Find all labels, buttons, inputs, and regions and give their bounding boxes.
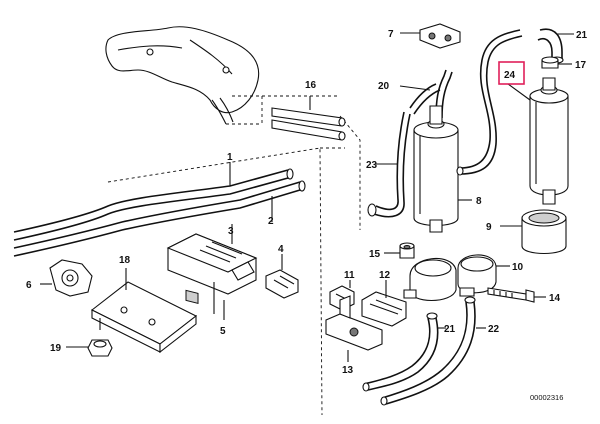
- callout-1: 1: [227, 152, 233, 163]
- callout-6: 6: [26, 280, 32, 291]
- callout-24: 24: [504, 70, 516, 81]
- part-3-connector-block: [166, 224, 258, 320]
- callout-2: 2: [268, 216, 274, 227]
- connecting-hose: [456, 29, 523, 176]
- callout-14: 14: [549, 293, 561, 304]
- callout-23: 23: [366, 160, 378, 171]
- part-17-grommet: [541, 56, 572, 69]
- tank-panel: [105, 26, 260, 125]
- part-21-hose-lower: [362, 312, 446, 392]
- part-9-sleeve: [500, 209, 567, 255]
- part-22-hose: [380, 296, 486, 406]
- part-16-tubes: [271, 96, 346, 141]
- highlighted-callout-24: 24: [498, 61, 525, 85]
- callout-10: 10: [512, 262, 524, 273]
- callout-12: 12: [379, 270, 391, 281]
- callout-17: 17: [575, 60, 587, 71]
- part-13-bracket: [325, 295, 383, 362]
- dashed-guide-lines: [107, 95, 361, 416]
- callout-21-top: 21: [576, 30, 588, 41]
- part-6-clip: [40, 259, 93, 297]
- callout-20: 20: [378, 81, 390, 92]
- part-10-clamp-bracket: [403, 254, 510, 301]
- callout-11: 11: [344, 270, 355, 281]
- callout-15: 15: [369, 249, 381, 260]
- callout-13: 13: [342, 365, 354, 376]
- part-19-nut: [66, 339, 113, 357]
- callout-22: 22: [488, 324, 500, 335]
- reference-number: 00002316: [530, 393, 563, 402]
- part-7-clip: [400, 23, 461, 49]
- callout-labels: 1 2 3 4 5 6 7 8 9 10 11 12 13 14 15 16 1…: [26, 29, 588, 376]
- part-15-grommet: [384, 242, 415, 259]
- callout-3: 3: [228, 226, 234, 237]
- callout-21-lower: 21: [444, 324, 456, 335]
- part-8-fuel-filter: [413, 105, 472, 233]
- callout-8: 8: [476, 196, 482, 207]
- part-20-hose: [399, 69, 453, 119]
- callout-16: 16: [305, 80, 317, 91]
- part-1-2-fuel-lines: [13, 162, 306, 257]
- part-18-bracket: [90, 268, 198, 354]
- callout-18: 18: [119, 255, 131, 266]
- callout-5: 5: [220, 326, 226, 337]
- part-12-clip: [361, 280, 407, 327]
- part-23-hose: [367, 111, 411, 218]
- callout-7: 7: [388, 29, 394, 40]
- callout-4: 4: [278, 244, 284, 255]
- highlight-box: [498, 61, 525, 85]
- part-4-clip: [265, 254, 299, 299]
- callout-9: 9: [486, 222, 492, 233]
- callout-19: 19: [50, 343, 62, 354]
- part-24-fuel-filter: [507, 77, 569, 205]
- part-14-bolt: [487, 287, 546, 303]
